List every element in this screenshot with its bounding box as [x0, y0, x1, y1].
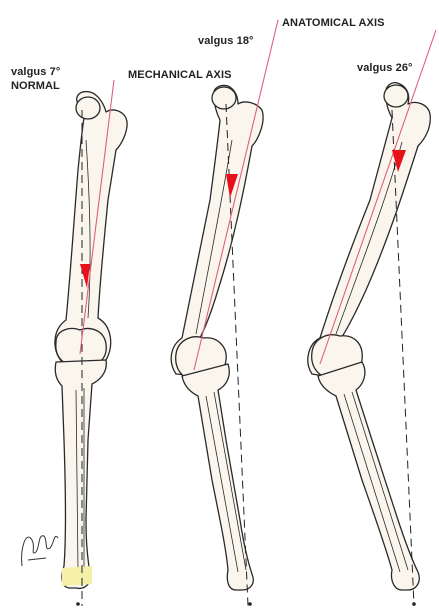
label-normal: NORMAL: [11, 80, 60, 93]
label-normal-valgus: valgus 7°: [11, 66, 60, 79]
tibia-normal: [55, 360, 106, 588]
femoral-head-valgus-26: [384, 85, 408, 107]
leg-normal: [22, 80, 127, 606]
label-anatomical-axis: ANATOMICAL AXIS: [282, 17, 385, 30]
tibia-valgus-18: [182, 364, 253, 590]
artist-signature: [22, 536, 58, 566]
anatomical-axis-valgus-26: [320, 30, 436, 364]
leg-valgus-26: [308, 30, 436, 606]
label-mechanical-axis: MECHANICAL AXIS: [128, 69, 232, 82]
femur-valgus-18: [171, 85, 263, 376]
tibia-valgus-26: [318, 362, 419, 590]
label-valgus-18: valgus 18°: [198, 35, 254, 48]
femur-valgus-26: [308, 83, 430, 378]
femoral-head-normal: [76, 97, 100, 119]
leg-valgus-18: [171, 20, 278, 606]
heel-highlight-normal: [62, 566, 92, 586]
femur-normal: [55, 92, 127, 362]
label-valgus-26: valgus 26°: [357, 62, 413, 75]
femoral-head-valgus-18: [212, 87, 236, 109]
